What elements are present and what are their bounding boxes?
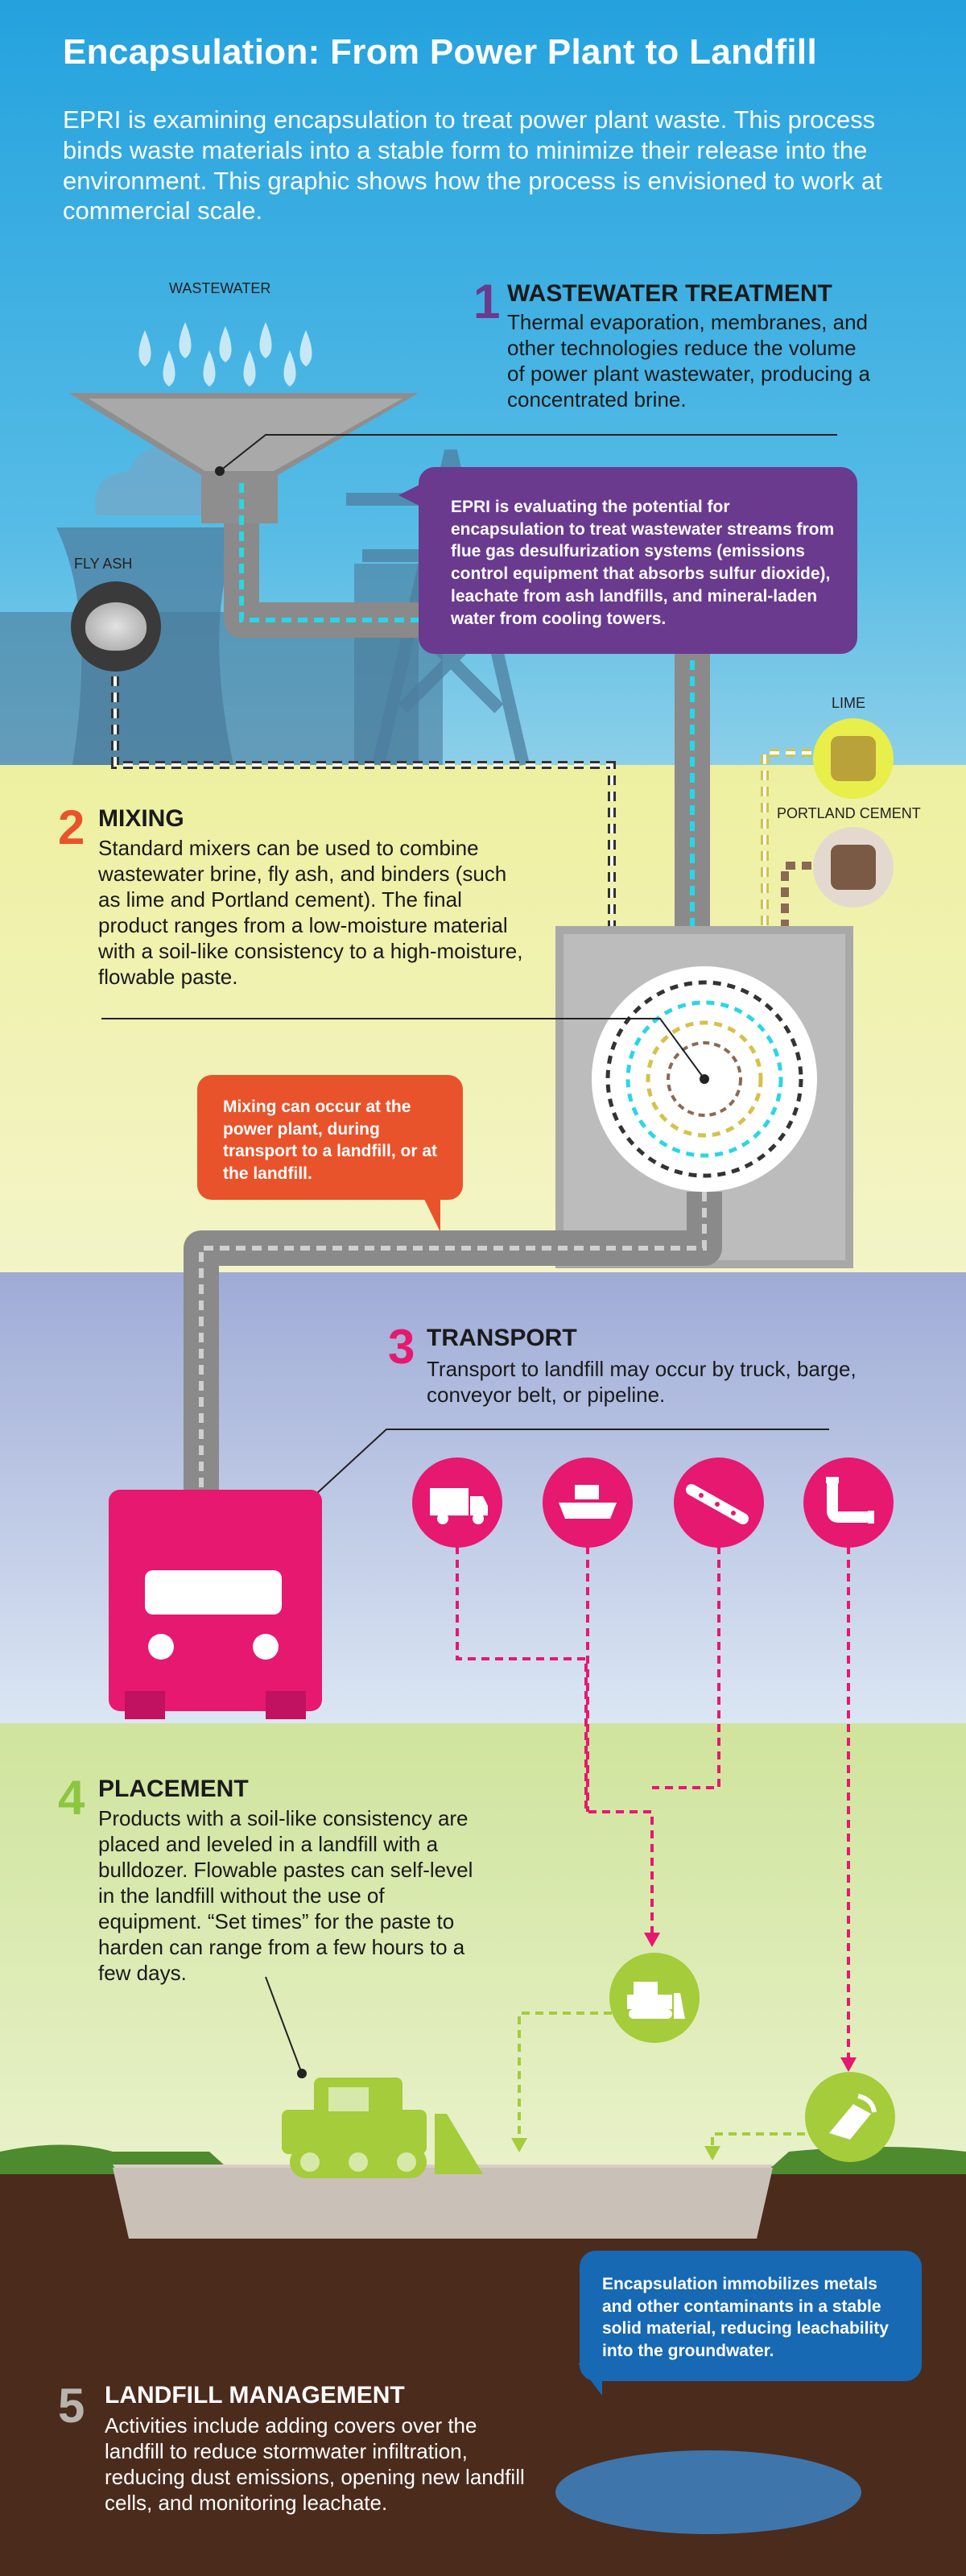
purple-callout-pointer [398, 483, 423, 507]
barge-icon [543, 1458, 633, 1548]
page-title: Encapsulation: From Power Plant to Landf… [63, 32, 817, 72]
pipeline-icon [803, 1458, 894, 1548]
purple-callout-text: EPRI is evaluating the potential for enc… [451, 498, 835, 628]
lime-bag-icon [813, 718, 894, 799]
step-3-body: Transport to landfill may occur by truck… [427, 1357, 857, 1407]
step-4-body: Products with a soil-like consistency ar… [98, 1806, 473, 1985]
wastewater-label: WASTEWATER [169, 280, 271, 296]
blue-callout-pointer [578, 2363, 602, 2396]
orange-callout-text: Mixing can occur at the power plant, dur… [223, 1098, 438, 1184]
bulldozer-graphic [282, 2078, 483, 2178]
intro-text: EPRI is examining encapsulation to treat… [63, 105, 882, 225]
orange-callout-pointer [423, 1196, 440, 1232]
truck-icon [412, 1458, 502, 1548]
step-1-body: Thermal evaporation, membranes, and othe… [507, 310, 870, 411]
conveyor-belt-icon [674, 1458, 764, 1548]
step-2-title: MIXING [98, 805, 184, 832]
fly-ash-label: FLY ASH [74, 556, 133, 572]
blue-callout-text: Encapsulation immobilizes metals and oth… [602, 2275, 889, 2361]
orange-callout: Mixing can occur at the power plant, dur… [197, 1075, 463, 1232]
groundwater-pool [555, 2450, 861, 2534]
bulldozer-icon [609, 1953, 700, 2043]
cement-bag-icon [813, 827, 894, 908]
step-4-title: PLACEMENT [98, 1776, 249, 1802]
step-3-number: 3 [388, 1320, 415, 1374]
blue-callout: Encapsulation immobilizes metals and oth… [578, 2251, 922, 2396]
dump-truck-graphic [109, 1490, 322, 1719]
portland-cement-label: PORTLAND CEMENT [777, 805, 921, 821]
step-4-number: 4 [58, 1771, 85, 1825]
step-2-body: Standard mixers can be used to combine w… [98, 836, 523, 989]
lime-label: LIME [832, 695, 866, 711]
step-5-title: LANDFILL MANAGEMENT [105, 2382, 405, 2409]
step-1-title: WASTEWATER TREATMENT [507, 280, 832, 307]
fly-ash-icon [71, 581, 161, 672]
paste-pour-icon [805, 2072, 895, 2162]
purple-callout: EPRI is evaluating the potential for enc… [398, 467, 857, 654]
step-5-body: Activities include adding covers over th… [105, 2413, 525, 2515]
step-3-title: TRANSPORT [427, 1325, 577, 1351]
step-1-number: 1 [473, 275, 501, 329]
step-2-number: 2 [58, 800, 85, 854]
water-drops-icon [121, 310, 338, 399]
step-5-number: 5 [58, 2379, 85, 2433]
